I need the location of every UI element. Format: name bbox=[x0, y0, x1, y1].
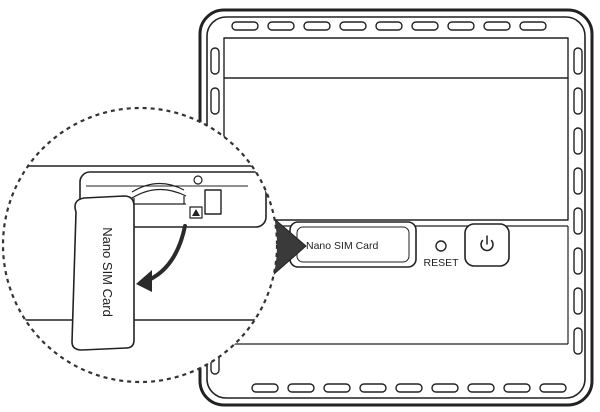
top-vent-slots bbox=[231, 21, 547, 31]
magnified-callout: Nano SIM Card bbox=[1, 106, 279, 384]
bottom-vent-slots bbox=[251, 383, 567, 393]
router-device bbox=[198, 8, 594, 407]
triangle-arrow-icon bbox=[189, 206, 203, 219]
callout-circle-border bbox=[1, 106, 279, 384]
power-icon bbox=[480, 235, 494, 252]
back-cover-panel bbox=[223, 37, 569, 221]
right-vent-slots bbox=[573, 47, 583, 355]
sim-card-label: Nano SIM Card bbox=[100, 227, 115, 317]
reset-label: RESET bbox=[423, 257, 459, 269]
sim-slot-label: Nano SIM Card bbox=[306, 240, 379, 252]
power-button[interactable] bbox=[464, 223, 510, 267]
nano-sim-card bbox=[71, 195, 135, 351]
reset-pinhole-icon[interactable] bbox=[435, 240, 447, 252]
callout-circle-background bbox=[3, 108, 277, 382]
